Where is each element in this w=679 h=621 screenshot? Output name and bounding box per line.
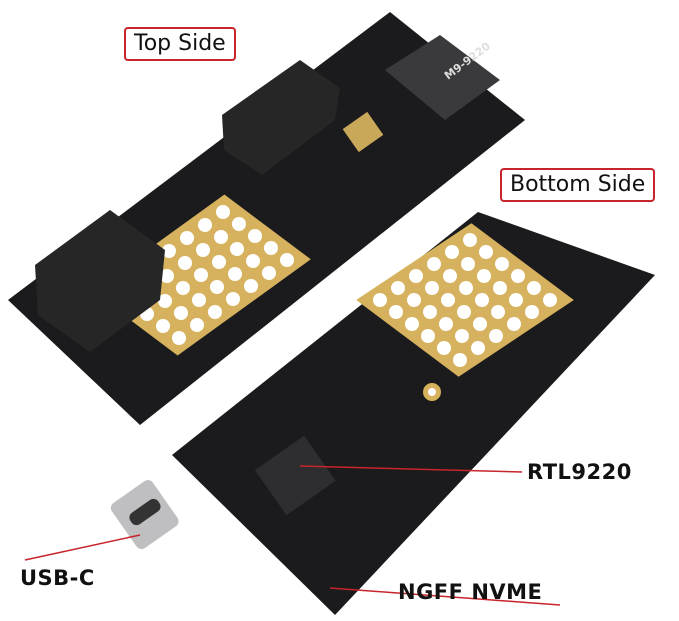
vent-hole bbox=[389, 305, 403, 319]
vent-hole bbox=[160, 269, 174, 283]
vent-hole bbox=[437, 341, 451, 355]
usb-c-opening bbox=[129, 498, 161, 526]
vent-hole bbox=[180, 231, 194, 245]
vent-hole bbox=[423, 305, 437, 319]
vent-hole bbox=[373, 293, 387, 307]
vent-hole bbox=[208, 305, 222, 319]
vent-hole bbox=[405, 317, 419, 331]
m2-connector-top bbox=[385, 35, 500, 120]
vent-hole bbox=[192, 293, 206, 307]
vent-hole bbox=[439, 317, 453, 331]
vent-hole bbox=[248, 229, 262, 243]
vent-hole bbox=[198, 218, 212, 232]
gold-pad bbox=[356, 223, 574, 377]
vent-hole bbox=[473, 317, 487, 331]
vent-hole bbox=[214, 230, 228, 244]
vent-hole bbox=[178, 256, 192, 270]
rtl9220-label: RTL9220 bbox=[527, 460, 632, 484]
ngff-leader bbox=[329, 587, 561, 606]
vent-hole bbox=[543, 293, 557, 307]
vent-hole bbox=[280, 253, 294, 267]
vent-hole bbox=[230, 242, 244, 256]
vent-hole bbox=[232, 217, 246, 231]
vent-hole bbox=[246, 254, 260, 268]
vent-hole bbox=[407, 293, 421, 307]
vent-hole bbox=[455, 329, 469, 343]
vent-hole bbox=[212, 255, 226, 269]
vent-hole bbox=[509, 293, 523, 307]
bottom-side-label: Bottom Side bbox=[500, 168, 656, 202]
rtl9220-leader bbox=[299, 465, 523, 473]
vent-hole bbox=[162, 244, 176, 258]
vent-hole bbox=[262, 266, 276, 280]
vent-hole bbox=[443, 269, 457, 283]
small-chip-top bbox=[342, 111, 384, 153]
vent-hole bbox=[190, 318, 204, 332]
rtl9220-chip bbox=[254, 435, 336, 516]
vent-hole bbox=[421, 329, 435, 343]
vent-hole bbox=[475, 293, 489, 307]
vent-hole bbox=[210, 280, 224, 294]
vent-hole bbox=[176, 281, 190, 295]
vent-hole bbox=[264, 241, 278, 255]
vent-hole bbox=[172, 331, 186, 345]
vent-hole bbox=[174, 306, 188, 320]
vent-hole bbox=[427, 257, 441, 271]
vent-hole bbox=[479, 245, 493, 259]
vent-hole bbox=[158, 294, 172, 308]
ngff-nvme-label: NGFF NVME bbox=[398, 580, 543, 604]
vent-hole bbox=[491, 305, 505, 319]
vent-hole bbox=[461, 257, 475, 271]
vent-hole bbox=[489, 329, 503, 343]
vent-hole bbox=[425, 281, 439, 295]
vent-hole bbox=[445, 245, 459, 259]
vent-hole bbox=[511, 269, 525, 283]
vent-hole bbox=[459, 281, 473, 295]
vent-hole bbox=[244, 279, 258, 293]
vent-hole bbox=[457, 305, 471, 319]
vent-hole bbox=[194, 268, 208, 282]
foam-pad-right bbox=[222, 60, 340, 175]
vent-hole bbox=[471, 341, 485, 355]
bottom-gold-pad bbox=[356, 223, 574, 377]
vent-hole bbox=[228, 267, 242, 281]
foam-pad-left bbox=[35, 210, 165, 352]
vent-hole bbox=[525, 305, 539, 319]
top-side-label: Top Side bbox=[124, 27, 236, 61]
vent-hole bbox=[463, 233, 477, 247]
vent-hole bbox=[507, 317, 521, 331]
vent-hole bbox=[196, 243, 210, 257]
vent-hole bbox=[527, 281, 541, 295]
usb-c-label: USB-C bbox=[20, 566, 95, 590]
vent-hole bbox=[453, 353, 467, 367]
vent-hole bbox=[391, 281, 405, 295]
usb-leader bbox=[24, 534, 141, 561]
vent-hole bbox=[216, 205, 230, 219]
vent-hole bbox=[441, 293, 455, 307]
vent-hole bbox=[156, 319, 170, 333]
vent-hole bbox=[226, 292, 240, 306]
vent-hole bbox=[409, 269, 423, 283]
vent-hole bbox=[495, 257, 509, 271]
vent-hole bbox=[477, 269, 491, 283]
vent-hole bbox=[493, 281, 507, 295]
